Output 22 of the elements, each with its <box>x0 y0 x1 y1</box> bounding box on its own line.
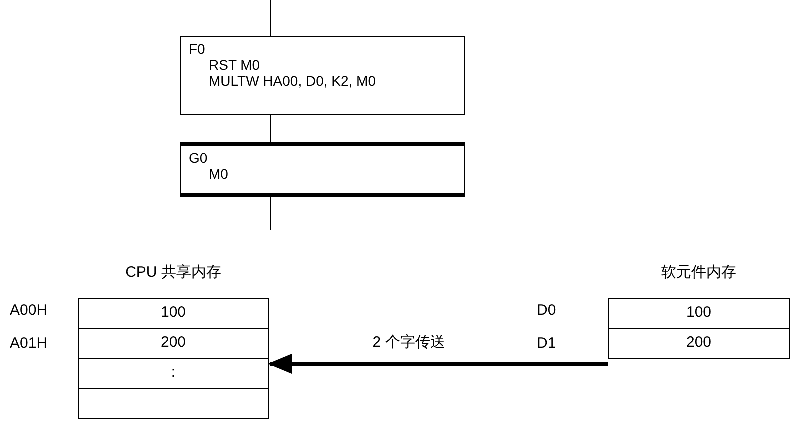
cell-value: 100 <box>686 303 712 324</box>
address-label: A00H <box>10 301 48 321</box>
step-box <box>180 36 465 115</box>
step-number: G0 <box>189 150 208 166</box>
table-heading: 软元件内存 <box>662 263 736 283</box>
flow-line <box>270 0 271 36</box>
cell-value: 200 <box>160 333 186 354</box>
arrow <box>268 354 608 374</box>
instruction-text: M0 <box>209 166 228 182</box>
step-number: F0 <box>189 41 206 57</box>
instruction-text: RST M0 <box>209 57 260 73</box>
transition-box <box>180 142 465 197</box>
table-heading: CPU 共享内存 <box>126 263 222 283</box>
address-label: A01H <box>10 334 48 354</box>
cell-value: : <box>171 363 176 384</box>
address-label: D0 <box>537 301 556 321</box>
cell-value: 200 <box>686 333 712 354</box>
cell-value: 100 <box>160 303 186 324</box>
flow-line <box>270 114 271 142</box>
flow-line <box>270 196 271 230</box>
address-label: D1 <box>537 334 556 354</box>
instruction-text: MULTW HA00, D0, K2, M0 <box>209 73 376 89</box>
